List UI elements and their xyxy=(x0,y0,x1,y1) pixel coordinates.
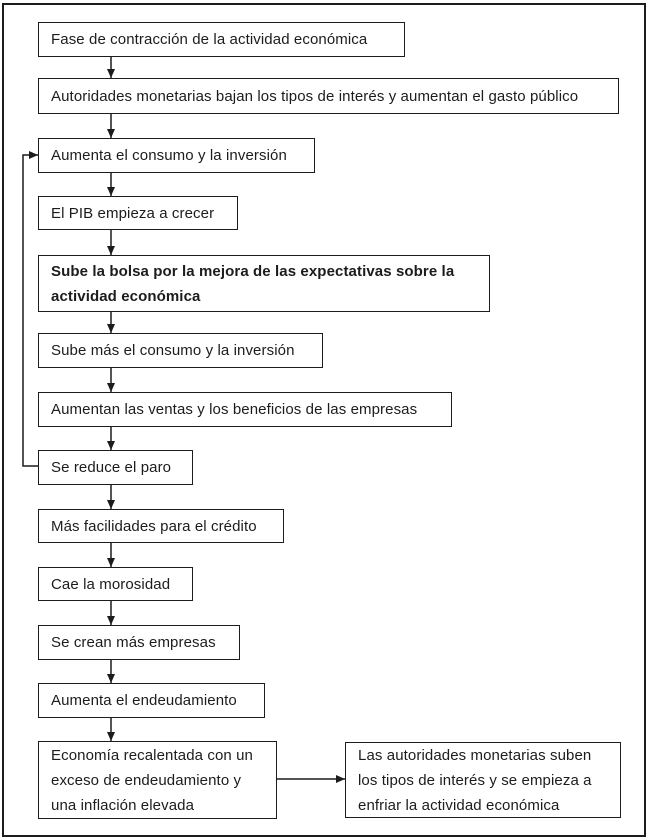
node-aumenta-endeudamiento: Aumenta el endeudamiento xyxy=(38,683,265,718)
node-se-reduce-paro: Se reduce el paro xyxy=(38,450,193,485)
node-sube-bolsa: Sube la bolsa por la mejora de las expec… xyxy=(38,255,490,312)
node-sube-mas-consumo: Sube más el consumo y la inversión xyxy=(38,333,323,368)
node-aumentan-ventas: Aumentan las ventas y los beneficios de … xyxy=(38,392,452,427)
node-autoridades-bajan-tipos: Autoridades monetarias bajan los tipos d… xyxy=(38,78,619,114)
node-pib-crece: El PIB empieza a crecer xyxy=(38,196,238,230)
node-aumenta-consumo: Aumenta el consumo y la inversión xyxy=(38,138,315,173)
node-autoridades-suben-tipos: Las autoridades monetarias suben los tip… xyxy=(345,742,621,818)
feedback-loop-arrow xyxy=(22,151,38,467)
node-cae-morosidad: Cae la morosidad xyxy=(38,567,193,601)
node-mas-facilidades-credito: Más facilidades para el crédito xyxy=(38,509,284,543)
node-economia-recalentada: Economía recalentada con un exceso de en… xyxy=(38,741,277,819)
node-se-crean-empresas: Se crean más empresas xyxy=(38,625,240,660)
node-fase-contraccion: Fase de contracción de la actividad econ… xyxy=(38,22,405,57)
